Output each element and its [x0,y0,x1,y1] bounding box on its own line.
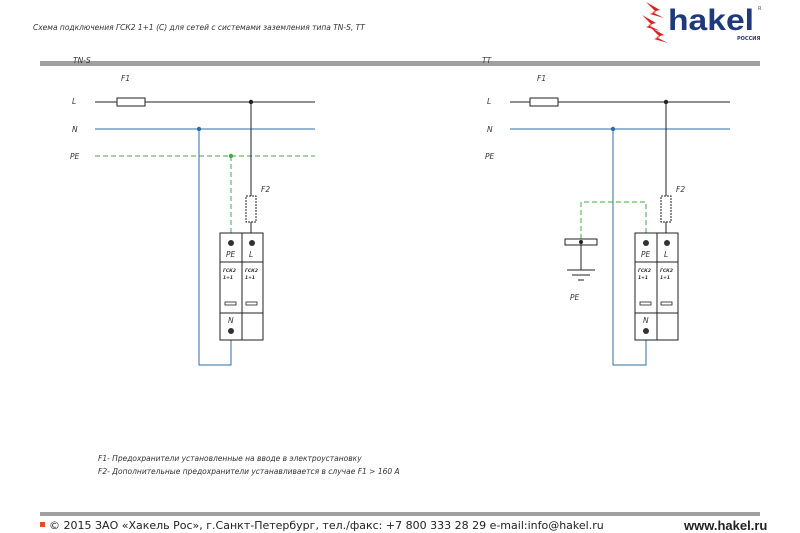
surge-protector-gsk2: PE L ГСК2 1+1 ГСК2 1+1 N [634,232,679,341]
fuse-f2 [660,195,672,223]
svg-text:1+1: 1+1 [223,275,233,281]
surge-protector-gsk2: PE L ГСК2 1+1 ГСК2 1+1 N [219,232,264,341]
fuse-f2 [245,195,257,223]
svg-text:N: N [228,316,234,325]
note-f1: F1- Предохранители установленные на ввод… [98,454,362,463]
website-link[interactable]: www.hakel.ru [683,518,767,533]
svg-text:hakel: hakel [668,4,754,37]
svg-text:PE: PE [641,250,651,259]
ground-label: PE [570,293,580,302]
svg-text:ГСК2: ГСК2 [223,268,236,274]
hakel-logo: hakel R РОССИЯ [642,2,762,43]
line-label-l: L [72,97,76,106]
fuse-f1 [116,97,146,107]
svg-text:ГСК2: ГСК2 [245,268,258,274]
svg-text:PE: PE [226,250,236,259]
fuse-f1-label: F1 [537,74,546,83]
footer-divider [40,512,760,516]
page-title: Схема подключения ГСК2 1+1 (С) для сетей… [33,23,366,32]
ground-symbol [564,238,598,281]
diagram-tns: TN-S L N PE F1 F2 PE L ГСК2 1+1 ГСК2 1+1 [70,56,315,366]
svg-text:1+1: 1+1 [638,275,648,281]
line-label-n: N [72,125,78,134]
diagram-title: TT [482,56,493,65]
footer-copyright: © 2015 ЗАО «Хакель Рос», г.Санкт-Петербу… [49,519,604,532]
fuse-f1 [529,97,559,107]
fuse-f1-label: F1 [121,74,130,83]
svg-text:1+1: 1+1 [660,275,670,281]
svg-text:ГСК2: ГСК2 [660,268,673,274]
diagram-title: TN-S [73,56,91,65]
svg-text:L: L [249,250,253,259]
fuse-f2-label: F2 [676,185,685,194]
fuse-f2-label: F2 [261,185,270,194]
svg-text:L: L [664,250,668,259]
svg-text:ГСК2: ГСК2 [638,268,651,274]
header-divider [40,61,760,66]
line-label-n: N [487,125,493,134]
svg-text:РОССИЯ: РОССИЯ [737,36,760,42]
line-label-l: L [487,97,491,106]
line-label-pe: PE [485,152,495,161]
diagram-tt: TT L N PE F1 F2 PE PE L [482,56,730,366]
line-label-pe: PE [70,152,80,161]
svg-text:1+1: 1+1 [245,275,255,281]
note-f2: F2- Дополнительные предохранители устана… [98,467,400,476]
svg-text:N: N [643,316,649,325]
footer-bullet-icon [40,522,45,527]
svg-text:R: R [758,6,762,12]
